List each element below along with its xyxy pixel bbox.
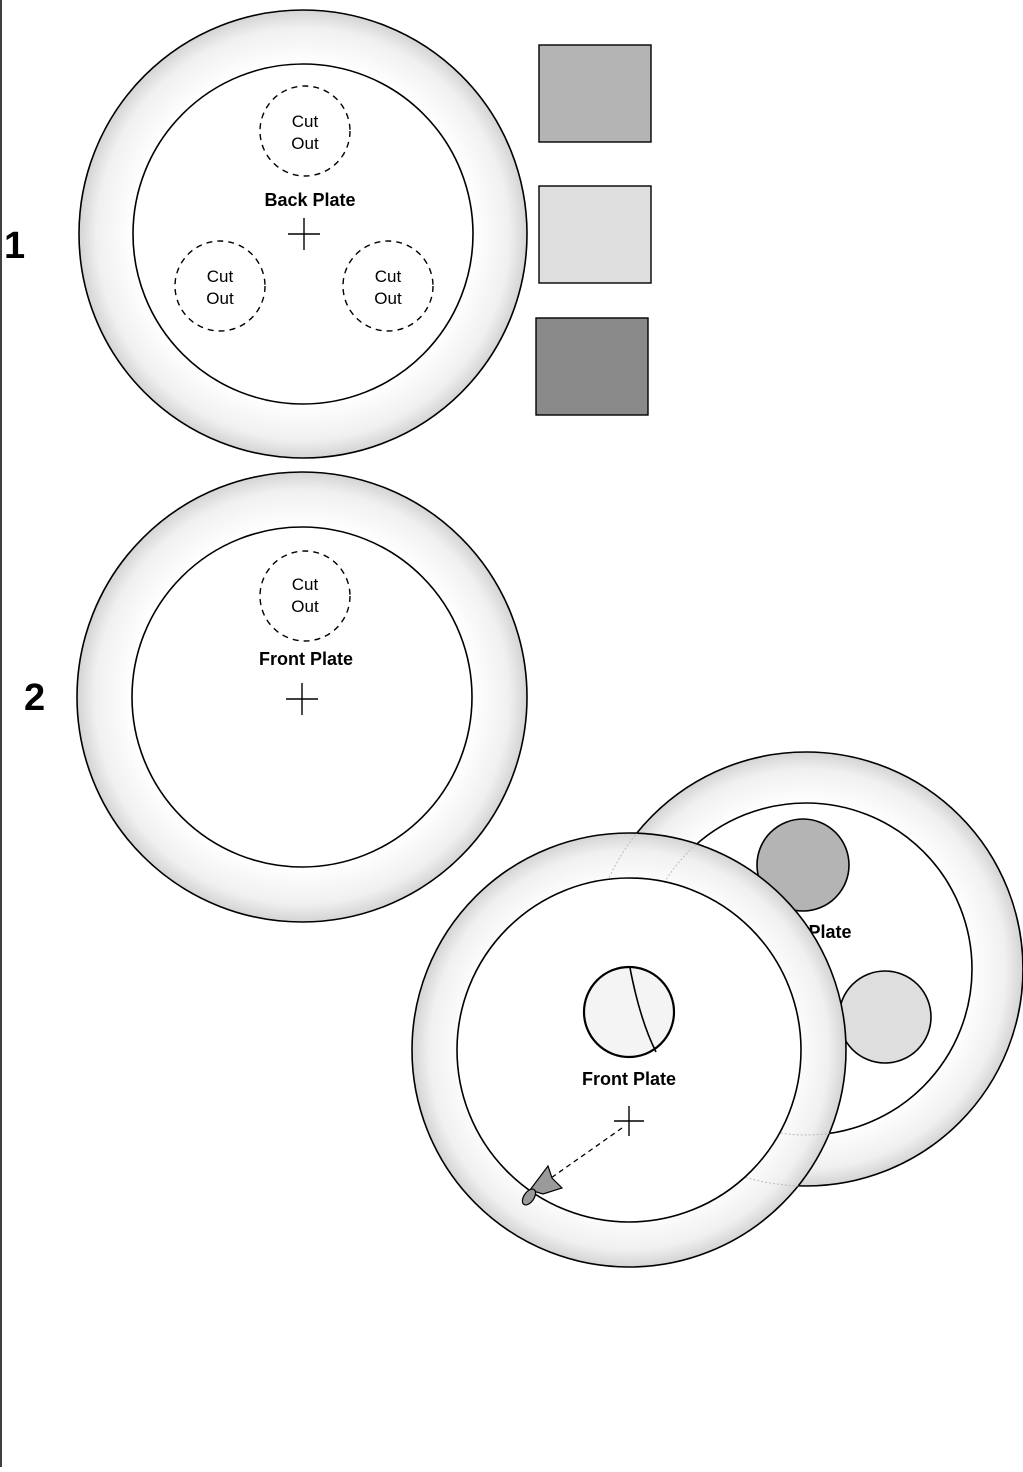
cutout-top: Cut Out bbox=[259, 85, 351, 177]
cutout-outline bbox=[259, 550, 351, 642]
front-plate-assembled: Front Plate bbox=[411, 832, 847, 1268]
cutout-label-line1: Cut bbox=[375, 267, 402, 286]
cutout-outline bbox=[342, 240, 434, 332]
window-outline bbox=[582, 965, 676, 1059]
cutout-left: Cut Out bbox=[174, 240, 266, 332]
front-plate-window bbox=[582, 965, 676, 1059]
step-3: 3 Back Plate bbox=[411, 751, 1023, 1268]
plate-label: Front Plate bbox=[259, 649, 353, 669]
back-plate-hole-right bbox=[838, 970, 932, 1064]
front-plate-label: Front Plate bbox=[582, 1069, 676, 1089]
cutout-label-line1: Cut bbox=[207, 267, 234, 286]
crosshair-icon bbox=[286, 683, 318, 715]
cutout-label-line2: Out bbox=[374, 289, 402, 308]
plate-label: Back Plate bbox=[264, 190, 355, 210]
back-plate: Cut Out Cut Out Cut Out Back Plate bbox=[78, 9, 528, 459]
crosshair-icon bbox=[614, 1106, 644, 1136]
cutout-top: Cut Out bbox=[259, 550, 351, 642]
swatch-dark-gray bbox=[535, 317, 649, 416]
color-swatches bbox=[535, 44, 652, 416]
crosshair-icon bbox=[288, 218, 320, 250]
cutout-label-line1: Cut bbox=[292, 575, 319, 594]
cutout-label-line2: Out bbox=[206, 289, 234, 308]
step-number-2: 2 bbox=[24, 677, 45, 719]
back-plate-hole-top bbox=[756, 818, 850, 912]
step-number-1: 1 bbox=[4, 225, 25, 267]
swatch-light-gray bbox=[538, 185, 652, 284]
window-back-hole-edge bbox=[629, 967, 657, 1053]
step-1: 1 Cut Out Cut Out Cut Out Back Plate bbox=[4, 9, 528, 459]
pin-path bbox=[550, 1127, 623, 1179]
swatch-medium-gray bbox=[538, 44, 652, 143]
step-2: 2 Cut Out Front Plate bbox=[24, 471, 528, 923]
cutout-label-line2: Out bbox=[291, 134, 319, 153]
front-plate: Cut Out Front Plate bbox=[76, 471, 528, 923]
cutout-label-line2: Out bbox=[291, 597, 319, 616]
cutout-right: Cut Out bbox=[342, 240, 434, 332]
cutout-label-line1: Cut bbox=[292, 112, 319, 131]
pin-icon bbox=[521, 1164, 564, 1206]
cutout-outline bbox=[174, 240, 266, 332]
cutout-outline bbox=[259, 85, 351, 177]
